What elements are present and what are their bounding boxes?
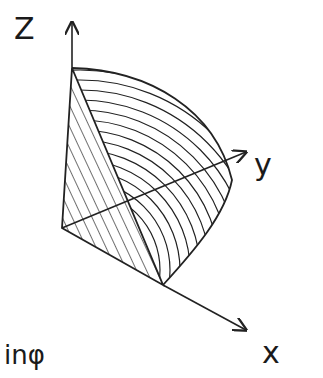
y-axis	[62, 152, 246, 228]
solid-outline	[62, 68, 232, 285]
right-hatching	[0, 60, 290, 378]
axis-label: x	[262, 338, 280, 368]
z-axis	[71, 22, 73, 68]
axis-label: y	[254, 150, 272, 180]
axis-label: Z	[14, 14, 35, 44]
x-axis	[163, 285, 246, 330]
axes	[62, 22, 246, 330]
formula-fragment: inφ	[4, 342, 45, 368]
